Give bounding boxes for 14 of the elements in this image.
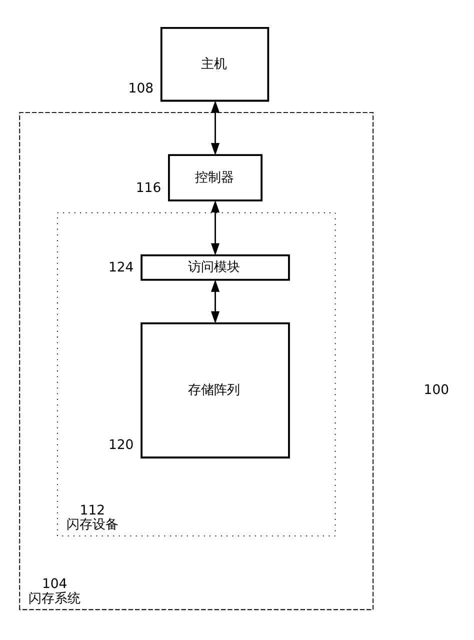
node-box: 主机: [160, 27, 270, 102]
node-label: 108: [128, 81, 154, 96]
node-label: 112: [80, 503, 106, 518]
node-label: 104: [42, 577, 68, 592]
arrow: [210, 100, 220, 156]
node-box: 控制器: [168, 154, 263, 202]
node-label: 116: [136, 181, 162, 196]
arrow: [210, 200, 220, 256]
arrow: [210, 280, 220, 324]
node-label: 124: [108, 260, 134, 276]
label: 100: [424, 382, 450, 398]
node-label: 120: [108, 438, 134, 454]
node-box: 访问模块: [140, 254, 290, 281]
node-box: 存储阵列: [140, 322, 290, 458]
